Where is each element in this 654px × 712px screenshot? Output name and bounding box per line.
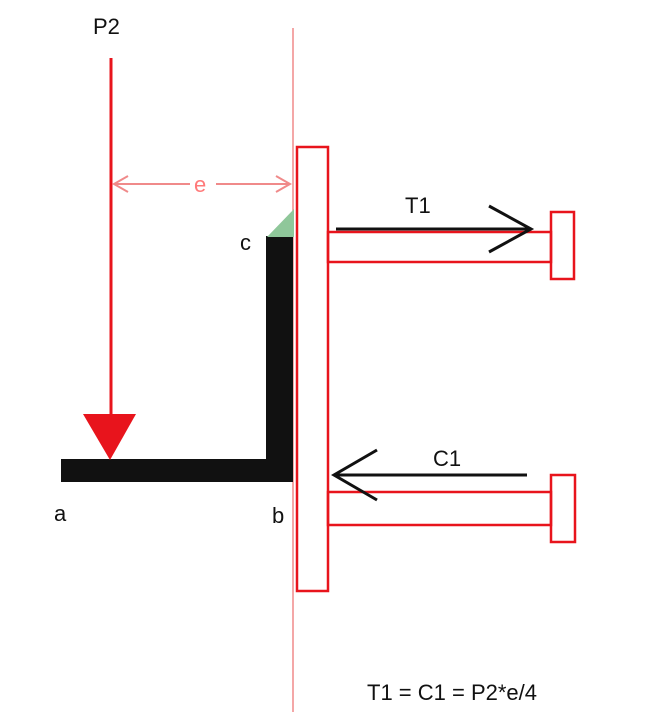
- c1-label: C1: [433, 446, 461, 471]
- t1-arrowhead-icon: [488, 204, 535, 254]
- p2-arrowhead-icon: [83, 414, 136, 460]
- upper-bolt: [326, 210, 576, 281]
- t1-label: T1: [405, 193, 431, 218]
- t1-arrow: [336, 204, 535, 254]
- lower-bolt-head: [549, 473, 577, 544]
- formula-label: T1 = C1 = P2*e/4: [367, 680, 537, 705]
- c1-arrowhead-icon: [331, 448, 378, 502]
- point-c-label: c: [240, 230, 251, 255]
- p2-load-arrow: [83, 58, 136, 460]
- point-b-label: b: [272, 503, 284, 528]
- e-label: e: [194, 172, 206, 197]
- e-right-arrow-icon: [275, 175, 293, 193]
- lower-bolt: [326, 473, 577, 544]
- p2-label: P2: [93, 14, 120, 39]
- lower-bolt-shank: [326, 490, 553, 527]
- eccentricity-dimension: [111, 174, 293, 194]
- e-left-arrow-icon: [111, 175, 129, 193]
- upper-bolt-head: [549, 210, 576, 281]
- c1-arrow: [331, 448, 527, 502]
- plate: [295, 145, 330, 593]
- angle-horizontal-leg: [61, 459, 293, 482]
- angle-vertical-leg: [266, 236, 293, 482]
- point-a-label: a: [54, 501, 67, 526]
- weld-icon: [267, 209, 294, 237]
